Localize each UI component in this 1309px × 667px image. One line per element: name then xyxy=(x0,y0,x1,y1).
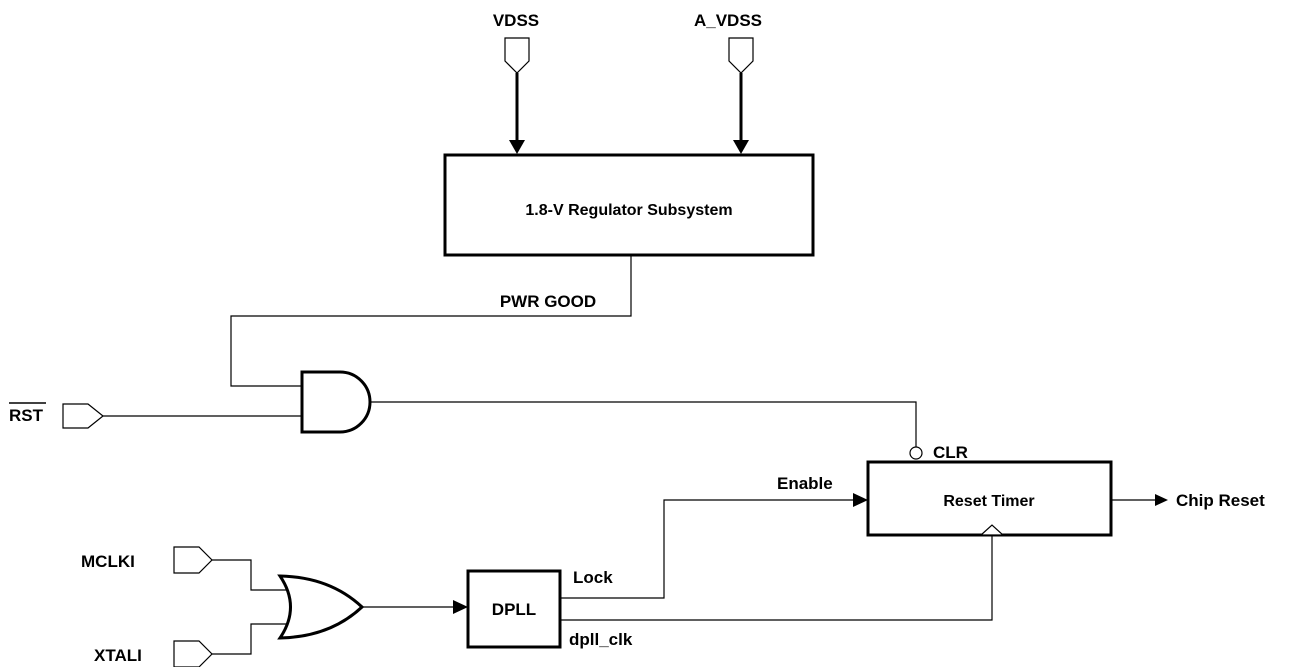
regulator-block xyxy=(443,153,815,257)
chip-reset-label: Chip Reset xyxy=(1176,491,1265,510)
dpll-clk-wire xyxy=(560,535,993,621)
dpll-input-arrowhead xyxy=(453,600,468,614)
lock-label: Lock xyxy=(573,568,613,587)
mclki-port xyxy=(173,546,213,574)
xtali-wire xyxy=(212,623,288,655)
a-vdss-label: A_VDSS xyxy=(694,11,762,30)
clr-inversion-bubble xyxy=(909,446,923,460)
vdss-label: VDSS xyxy=(493,11,539,30)
rst-port xyxy=(62,403,104,429)
xtali-port xyxy=(173,640,213,667)
enable-arrowhead xyxy=(853,493,868,507)
chip-reset-arrowhead xyxy=(1155,494,1168,506)
mclki-wire xyxy=(212,559,288,591)
dpll-clk-label: dpll_clk xyxy=(569,630,633,649)
pwr-good-wire xyxy=(230,255,632,387)
vdss-arrowhead xyxy=(509,140,525,154)
rst-label: RST xyxy=(9,406,44,425)
dpll-block xyxy=(466,569,562,649)
and-to-clr-wire xyxy=(370,401,917,448)
mclki-label: MCLKI xyxy=(81,552,135,571)
dpll-label: DPLL xyxy=(492,600,536,619)
or-gate xyxy=(277,574,365,640)
enable-label: Enable xyxy=(777,474,833,493)
and-gate xyxy=(300,370,372,434)
pwr-good-label: PWR GOOD xyxy=(500,292,596,311)
a-vdss-port xyxy=(728,37,754,74)
lock-enable-wire xyxy=(560,499,853,599)
xtali-label: XTALI xyxy=(94,646,142,665)
regulator-label: 1.8-V Regulator Subsystem xyxy=(525,202,732,219)
reset-timer-label: Reset Timer xyxy=(943,493,1034,510)
clr-label: CLR xyxy=(933,443,968,462)
a-vdss-arrowhead xyxy=(733,140,749,154)
vdss-port xyxy=(504,37,530,74)
